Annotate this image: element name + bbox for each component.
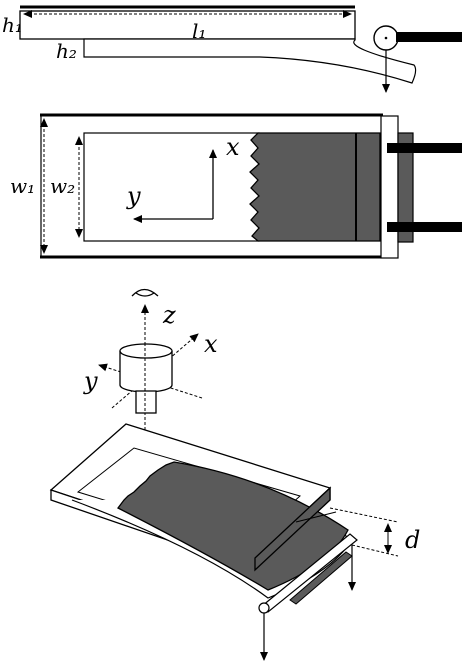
label-l1: l₁: [192, 19, 206, 43]
label-iso-x: x: [204, 330, 218, 358]
side-roller-center: [384, 36, 388, 40]
plan-clamp-bar: [380, 115, 399, 259]
label-h2: h₂: [56, 39, 77, 63]
iso-frame-front-over: [254, 486, 331, 572]
d-ref-top: [329, 507, 399, 523]
iso-rod-end: [258, 602, 270, 614]
label-w2: w₂: [50, 174, 75, 198]
iso-film-crease: [295, 511, 337, 523]
eye-icon: [131, 288, 159, 297]
side-view: h₁ l₁ h₂: [2, 5, 462, 93]
plan-clamp-plate: [397, 132, 414, 243]
side-substrate: [19, 10, 356, 40]
label-iso-z: z: [162, 301, 176, 329]
plan-rod-bottom: [387, 222, 462, 232]
side-roller-arm: [396, 32, 462, 42]
label-w1: w₁: [10, 174, 35, 198]
label-d: d: [405, 526, 420, 554]
iso-film: [117, 461, 349, 591]
iso-view: z x y d: [49, 288, 420, 661]
plan-view: w₁ w₂ x y: [10, 113, 462, 259]
label-h1: h₁: [2, 13, 23, 37]
label-plan-y: y: [126, 182, 141, 210]
plan-substrate: [83, 132, 260, 242]
plan-rod-top: [387, 143, 462, 153]
iso-axis-y: [98, 363, 203, 399]
camera-icon: [119, 343, 173, 414]
plan-film: [249, 132, 381, 242]
d-ref-bottom: [351, 544, 399, 557]
side-bent-sheet: [83, 38, 417, 84]
label-iso-y: y: [83, 367, 98, 395]
label-plan-x: x: [226, 133, 240, 161]
